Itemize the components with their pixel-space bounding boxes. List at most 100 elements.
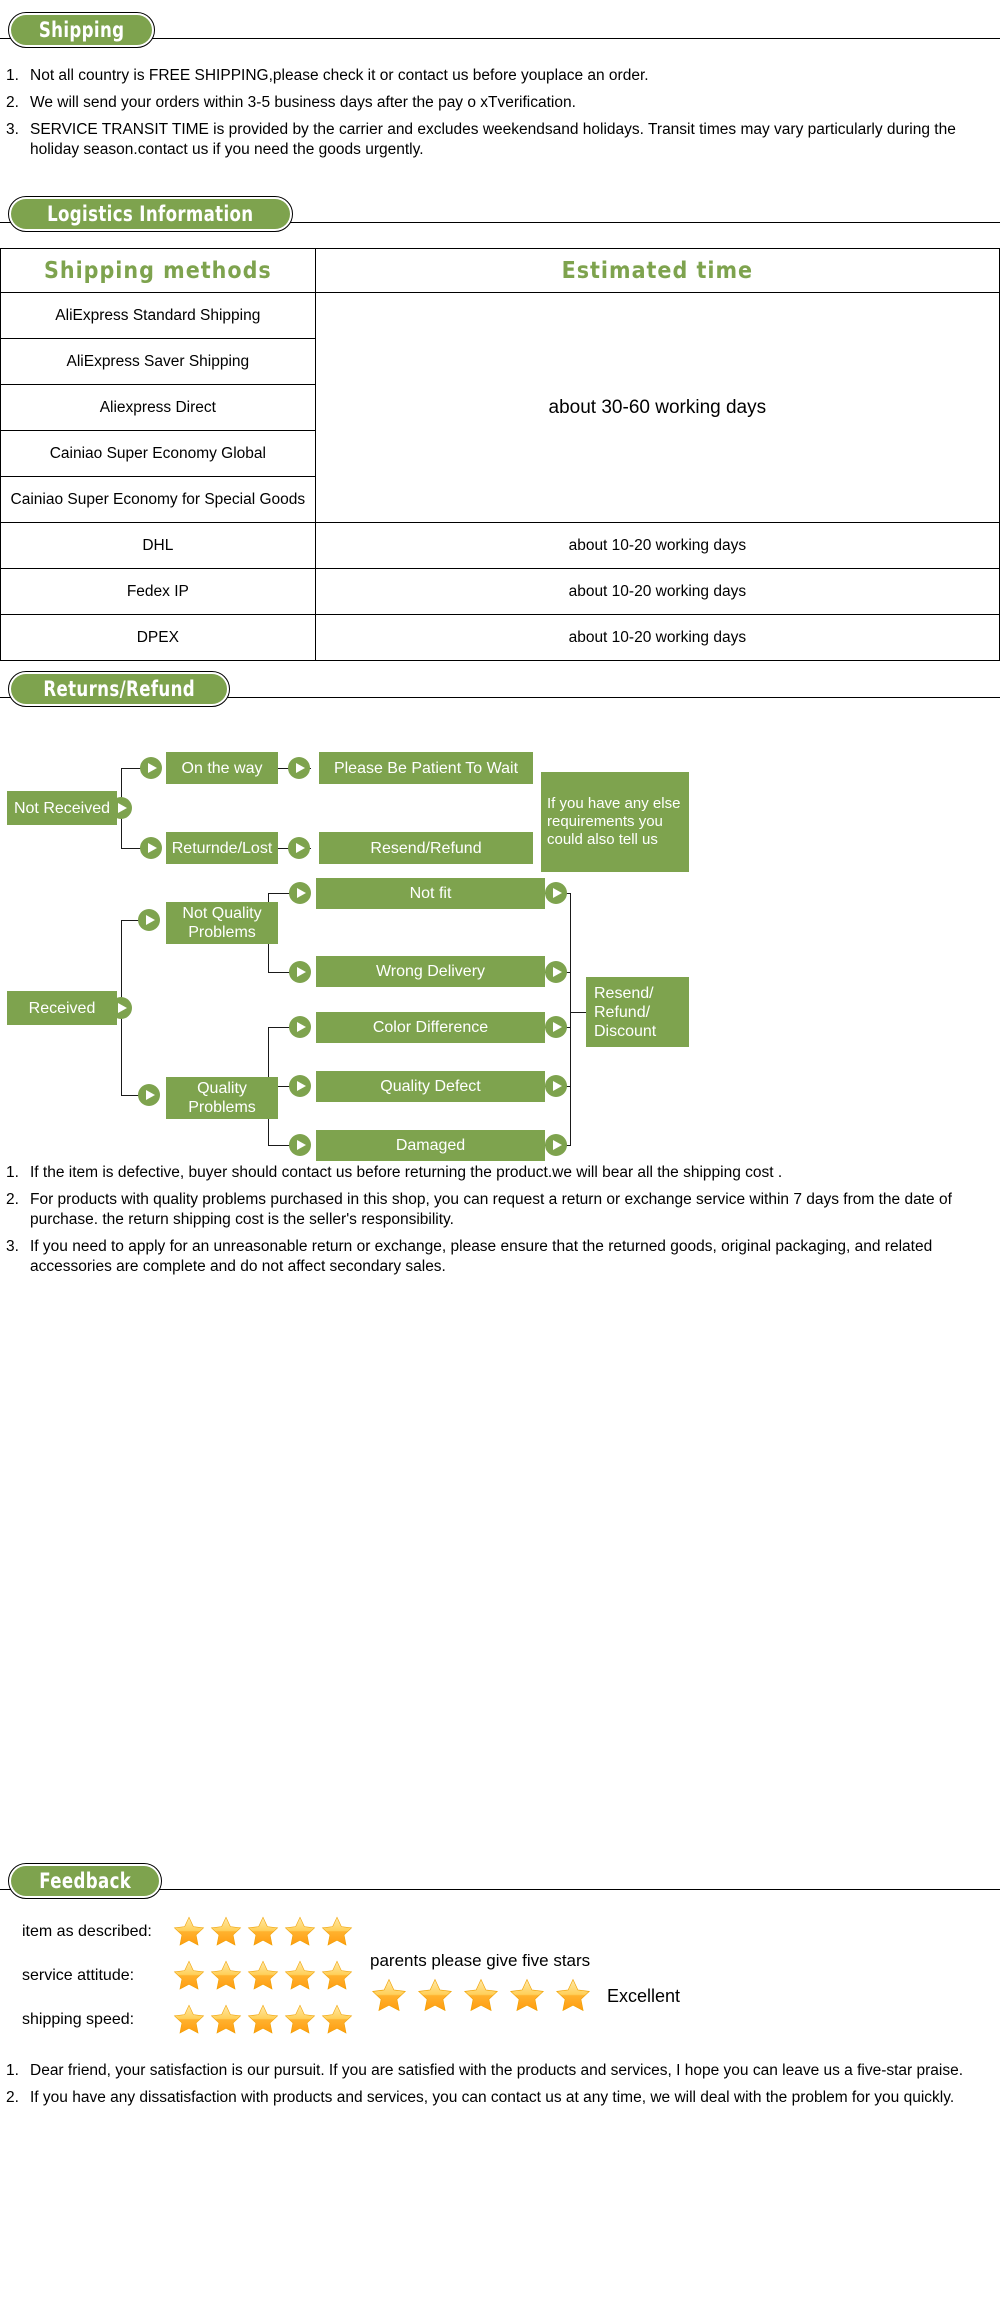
flow-label: Quality Problems <box>188 1080 256 1116</box>
star-icon <box>284 2004 316 2034</box>
banner-divider-feedback <box>0 1889 1000 1890</box>
star-icon <box>417 1978 453 2012</box>
flow-label: Please Be Patient To Wait <box>333 759 519 777</box>
cell-time: about 10-20 working days <box>314 568 1000 615</box>
feedback-banner-label: Feedback <box>39 1869 132 1893</box>
arrow-icon <box>110 797 132 819</box>
star-icon <box>247 1916 279 1946</box>
feedback-banner: Feedback <box>8 1863 163 1899</box>
flow-box-please-wait: Please Be Patient To Wait <box>319 752 533 784</box>
star-icon <box>463 1978 499 2012</box>
flow-label: If you have any else requirements you co… <box>547 795 681 848</box>
star-icon <box>284 1960 316 1990</box>
cell-method: AliExpress Saver Shipping <box>0 338 316 385</box>
list-text: SERVICE TRANSIT TIME is provided by the … <box>30 121 956 158</box>
cell-time: about 10-20 working days <box>314 522 1000 569</box>
flow-label: Not Quality Problems <box>182 905 262 941</box>
rating-stars <box>172 1915 354 1949</box>
list-number: 3. <box>6 1238 19 1255</box>
returns-banner-pill: Returns/Refund <box>11 674 228 704</box>
flow-label: Damaged <box>395 1137 466 1154</box>
list-text: We will send your orders within 3-5 busi… <box>30 94 576 111</box>
logistics-banner-row: Logistics Information <box>0 192 1000 234</box>
list-item: 2. We will send your orders within 3-5 b… <box>0 93 1000 113</box>
promo-caption: Excellent <box>607 1985 681 2006</box>
arrow-icon <box>545 1016 567 1038</box>
table-header-row: Shipping methods Estimated time <box>0 248 1000 293</box>
flow-connector <box>570 893 572 1145</box>
arrow-icon <box>289 882 311 904</box>
cell-method: Fedex IP <box>0 568 316 615</box>
promo-stars-row: Excellent <box>370 1977 680 2015</box>
arrow-icon <box>140 757 162 779</box>
flow-box-damaged: Damaged <box>316 1130 545 1161</box>
cell-method: AliExpress Standard Shipping <box>0 292 316 339</box>
feedback-banner-pill: Feedback <box>11 1866 160 1896</box>
flow-label: Not fit <box>409 885 452 902</box>
star-icon <box>555 1978 591 2012</box>
banner-divider-logistics <box>0 222 1000 223</box>
table-row: DPEX about 10-20 working days <box>0 614 1000 661</box>
list-number: 1. <box>6 2062 19 2079</box>
promo-stars <box>370 1977 592 2015</box>
star-icon <box>210 2004 242 2034</box>
flow-label: Quality Defect <box>380 1078 481 1095</box>
list-number: 1. <box>6 67 19 84</box>
arrow-icon <box>545 882 567 904</box>
arrow-icon <box>545 961 567 983</box>
rating-label: service attitude: <box>22 1967 135 1984</box>
flow-box-received: Received <box>7 991 117 1025</box>
flow-label: Color Difference <box>372 1019 489 1036</box>
arrow-icon <box>288 837 310 859</box>
cell-method: Cainiao Super Economy for Special Goods <box>0 476 316 523</box>
list-item: 1. Dear friend, your satisfaction is our… <box>0 2061 1000 2081</box>
logistics-table: Shipping methods Estimated time AliExpre… <box>0 248 1000 661</box>
flow-connector <box>268 972 298 974</box>
flow-box-any-else-requirements: If you have any else requirements you co… <box>541 772 689 872</box>
ratings-column: item as described: service attitude: shi… <box>22 1915 354 2041</box>
list-text: For products with quality problems purch… <box>30 1191 952 1228</box>
promo-block: parents please give five stars Excellent <box>370 1951 680 2015</box>
rating-row: shipping speed: <box>22 2003 354 2037</box>
flow-box-not-received: Not Received <box>7 791 117 825</box>
promo-text: parents please give five stars <box>370 1951 591 1970</box>
flow-label: Resend/Refund <box>370 839 482 857</box>
star-icon <box>247 2004 279 2034</box>
arrow-icon <box>289 1016 311 1038</box>
logistics-section: Logistics Information Shipping methods E… <box>0 192 1000 661</box>
list-text: Dear friend, your satisfaction is our pu… <box>30 2062 964 2079</box>
flow-box-quality-problems: Quality Problems <box>166 1077 278 1119</box>
rating-label: shipping speed: <box>22 2011 135 2028</box>
star-icon <box>210 1916 242 1946</box>
arrow-icon <box>138 909 160 931</box>
list-item: 1. Not all country is FREE SHIPPING,plea… <box>0 66 1000 86</box>
list-number: 2. <box>6 1191 19 1208</box>
shipping-section: Shipping 1. Not all country is FREE SHIP… <box>0 8 1000 167</box>
list-number: 2. <box>6 2089 19 2106</box>
flow-box-returnde-lost: Returnde/Lost <box>166 832 278 864</box>
arrow-icon <box>289 1075 311 1097</box>
star-icon <box>509 1978 545 2012</box>
star-icon <box>321 1916 353 1946</box>
arrow-icon <box>138 1084 160 1106</box>
flow-connector <box>121 768 151 770</box>
table-row: AliExpress Standard Shipping about 30-60… <box>0 292 1000 523</box>
flow-label: Resend/ Refund/ Discount <box>594 984 657 1040</box>
star-icon <box>210 1960 242 1990</box>
flow-connector <box>121 848 151 850</box>
list-number: 2. <box>6 94 19 111</box>
list-item: 3. SERVICE TRANSIT TIME is provided by t… <box>0 120 1000 160</box>
flow-label: On the way <box>181 759 263 777</box>
flow-connector <box>121 920 149 922</box>
rating-label: item as described: <box>22 1923 152 1940</box>
arrow-icon <box>140 837 162 859</box>
list-item: 3. If you need to apply for an unreasona… <box>0 1237 1000 1277</box>
star-icon <box>321 1960 353 1990</box>
flow-label: Wrong Delivery <box>375 963 486 980</box>
shipping-banner-row: Shipping <box>0 8 1000 50</box>
flow-box-not-fit: Not fit <box>316 878 545 909</box>
feedback-list: 1. Dear friend, your satisfaction is our… <box>0 2061 1000 2108</box>
banner-divider-shipping <box>0 38 1000 39</box>
table-row: Cainiao Super Economy for Special Goods <box>0 476 1000 523</box>
header-shipping-methods: Shipping methods <box>0 248 316 293</box>
